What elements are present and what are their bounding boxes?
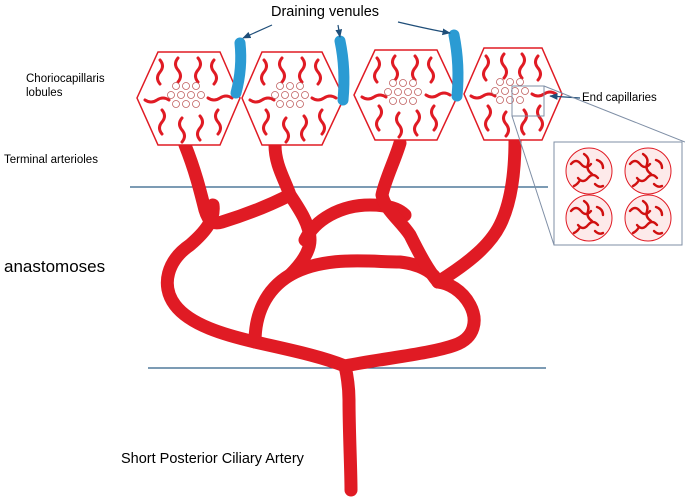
lobule-1: [136, 51, 241, 146]
lobule-2: [241, 51, 345, 146]
terminal-arterioles-label: Terminal arterioles: [4, 154, 98, 166]
short-posterior-ciliary-artery: [338, 359, 358, 497]
end-capillaries-inset: [553, 141, 683, 246]
venule-pointer-arrows: [242, 21, 451, 39]
capillary-cell-4: [624, 194, 672, 242]
choriocapillaris-label-line2: lobules: [26, 87, 63, 99]
venule-2: [334, 35, 350, 106]
anastomoses-label: anastomoses: [4, 257, 106, 276]
capillary-cell-3: [565, 194, 613, 242]
end-capillaries-label: End capillaries: [582, 92, 657, 104]
artery-center-loop: [248, 254, 445, 349]
lobule-4: [463, 47, 563, 141]
terminal-arteriole-1: [178, 138, 297, 230]
lobule-3: [353, 49, 459, 141]
connector-arteriole: [298, 198, 412, 247]
draining-venules-label: Draining venules: [271, 4, 380, 20]
terminal-arteriole-2: [268, 138, 317, 282]
venule-3: [448, 29, 464, 102]
choriocapillaris-label-line1: Choriocapillaris: [26, 73, 105, 85]
terminal-arteriole-4: [431, 133, 522, 289]
venule-1: [230, 37, 247, 99]
artery-left-trunk: [160, 198, 352, 373]
capillary-cell-2: [624, 147, 672, 195]
draining-venules: [230, 29, 464, 106]
arterial-tree: [160, 133, 522, 497]
inset-projection-lines: [511, 85, 685, 246]
short-posterior-ciliary-artery-label: Short Posterior Ciliary Artery: [121, 451, 304, 467]
end-capillaries-arrow: [549, 93, 581, 100]
artery-right-trunk: [338, 275, 481, 373]
end-capillary-focus-box: [511, 85, 545, 117]
choriocapillaris-lobules: [136, 47, 563, 146]
terminal-arteriole-3: [375, 136, 445, 289]
capillary-cell-1: [565, 147, 613, 195]
